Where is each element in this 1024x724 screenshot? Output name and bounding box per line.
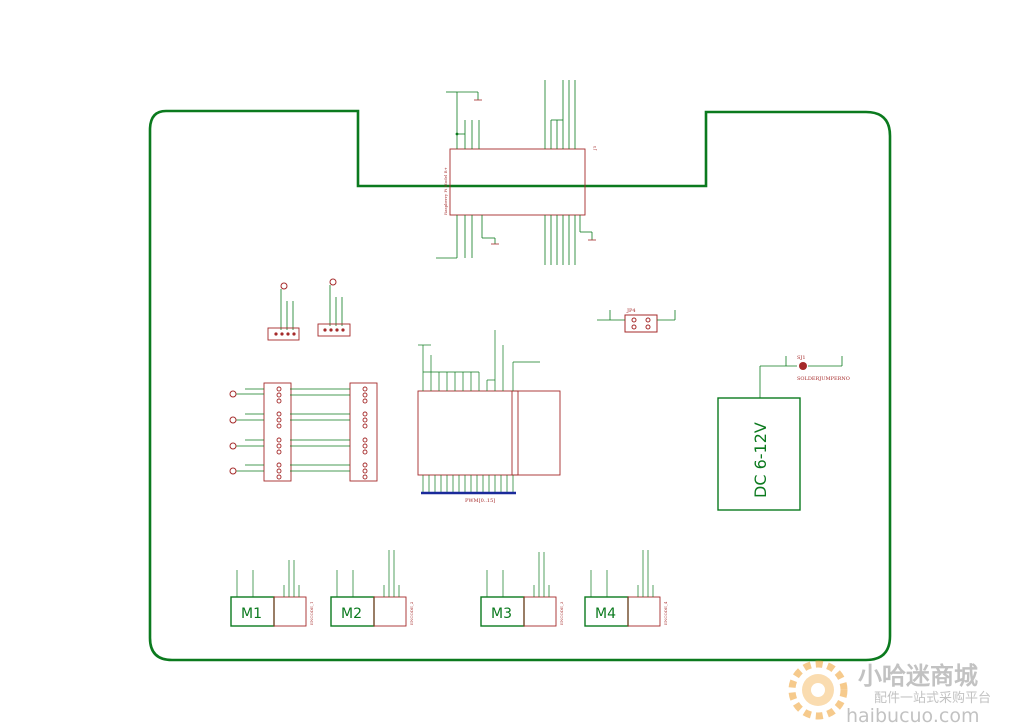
pi-header-symbol <box>449 148 586 216</box>
connector-j1 <box>267 282 300 341</box>
watermark-gear-icon <box>788 660 848 720</box>
switch-jp4: JP4 <box>597 308 676 333</box>
pwm-driver-module: PWM[0..15] <box>417 330 561 504</box>
motor-block-2: M2 ENCODE_2 <box>330 550 414 627</box>
jumper-value: SOLDERJUMPERNO <box>797 376 850 382</box>
pwm-bus-label: PWM[0..15] <box>465 498 495 504</box>
pi-header-ref: J5 <box>592 145 597 151</box>
motor-label-2: M2 <box>341 606 362 622</box>
encoder-label-1: ENCODE_1 <box>309 602 314 625</box>
motor-block-1: M1 ENCODE_1 <box>230 560 314 627</box>
motor-block-4: M4 ENCODE_4 <box>584 550 668 627</box>
connector-j2 <box>317 278 351 337</box>
jumper-ref: SJ1 <box>797 355 806 361</box>
pi-header-block: Raspberry Pi Model B+ J5 <box>436 80 597 265</box>
encoder-label-4: ENCODE_4 <box>663 601 668 625</box>
power-input-block: DC 6-12V SJ1 SOLDERJUMPERNO <box>717 355 850 511</box>
watermark-url: haibucuo.com <box>846 705 979 724</box>
board-outline <box>148 109 892 662</box>
power-input-label: DC 6-12V <box>751 422 770 498</box>
motor-label-1: M1 <box>241 606 262 622</box>
encoder-label-2: ENCODE_2 <box>409 601 414 625</box>
watermark-subtitle: 配件一站式采购平台 <box>874 690 991 706</box>
watermark-title: 小哈迷商城 <box>858 662 978 690</box>
power-input-box <box>717 397 801 511</box>
encoder-label-3: ENCODE_3 <box>559 601 564 625</box>
motor-block-3: M3 ENCODE_3 <box>480 552 564 627</box>
servo-header-right <box>290 382 378 482</box>
servo-header-left <box>229 382 292 482</box>
motor-label-3: M3 <box>491 606 512 622</box>
motor-label-4: M4 <box>595 606 616 622</box>
switch-ref: JP4 <box>626 308 636 314</box>
pi-header-name: Raspberry Pi Model B+ <box>443 167 448 215</box>
watermark: 小哈迷商城 配件一站式采购平台 haibucuo.com <box>788 660 991 724</box>
